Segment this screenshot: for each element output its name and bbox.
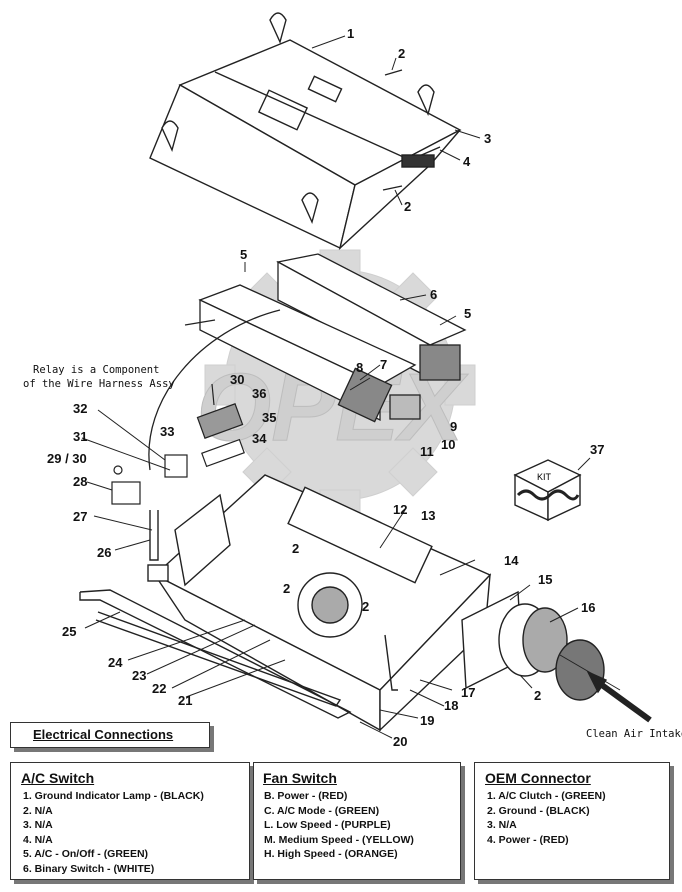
callout-16: 16 <box>581 600 595 615</box>
callout-6: 6 <box>430 287 437 302</box>
callout-24: 24 <box>108 655 123 670</box>
callout-1: 1 <box>347 26 354 41</box>
callout-36: 36 <box>252 386 266 401</box>
callout-25: 25 <box>62 624 76 639</box>
callout-37: 37 <box>590 442 604 457</box>
top-cover <box>149 12 462 251</box>
oem-connector-panel: OEM Connector 1. A/C Clutch - (GREEN) 2.… <box>474 762 670 880</box>
electrical-connections-header: Electrical Connections <box>10 722 210 748</box>
fan-switch-title: Fan Switch <box>263 770 337 786</box>
kit-label: KIT <box>537 472 552 482</box>
leader-lines <box>81 35 591 739</box>
list-item: M. Medium Speed - (YELLOW) <box>264 833 414 846</box>
ac-switch-panel: A/C Switch 1. Ground Indicator Lamp - (B… <box>10 762 250 880</box>
list-item: L. Low Speed - (PURPLE) <box>264 819 391 832</box>
list-item: 1. Ground Indicator Lamp - (BLACK) <box>23 790 204 802</box>
callout-2: 2 <box>292 541 299 556</box>
callout-31: 31 <box>73 429 87 444</box>
callout-2: 2 <box>362 599 369 614</box>
callout-35: 35 <box>262 410 276 425</box>
callout-13: 13 <box>421 508 435 523</box>
electrical-connections-title: Electrical Connections <box>33 727 174 742</box>
callout-18: 18 <box>444 698 458 713</box>
callout-26: 26 <box>97 545 111 560</box>
callout-8: 8 <box>356 360 363 375</box>
list-item: 4. N/A <box>23 833 53 846</box>
callout-15: 15 <box>538 572 552 587</box>
fan-switch-list: B. Power - (RED) C. A/C Mode - (GREEN) L… <box>264 789 414 862</box>
callout-34: 34 <box>252 431 267 446</box>
callout-labels: 1 2 3 4 2 5 6 5 7 8 30 36 35 34 33 32 31… <box>47 26 604 749</box>
callout-12: 12 <box>393 502 407 517</box>
callout-14: 14 <box>504 553 519 568</box>
list-item: H. High Speed - (ORANGE) <box>264 848 398 861</box>
intake-parts <box>461 590 652 723</box>
relay-note-line1: Relay is a Component <box>33 364 159 376</box>
blower-resistor-parts <box>111 383 245 505</box>
callout-4: 4 <box>463 154 471 169</box>
ac-switch-list: 1. Ground Indicator Lamp - (BLACK) 2. N/… <box>23 789 204 877</box>
list-item: 1. A/C Clutch - (GREEN) <box>487 790 606 802</box>
callout-3: 3 <box>484 131 491 146</box>
callout-20: 20 <box>393 734 407 749</box>
callout-5: 5 <box>240 247 247 262</box>
list-item: 5. A/C - On/Off - (GREEN) <box>23 848 149 861</box>
callout-2: 2 <box>404 199 411 214</box>
callout-2: 2 <box>398 46 405 61</box>
callout-11: 11 <box>420 444 434 459</box>
callout-5: 5 <box>464 306 471 321</box>
callout-27: 27 <box>73 509 87 524</box>
callout-19: 19 <box>420 713 434 728</box>
oem-connector-list: 1. A/C Clutch - (GREEN) 2. Ground - (BLA… <box>487 789 606 847</box>
list-item: 3. N/A <box>487 819 517 832</box>
bottom-plates <box>79 510 398 719</box>
callout-10: 10 <box>441 437 455 452</box>
list-item: 6. Binary Switch - (WHITE) <box>23 862 155 875</box>
coil-assembly <box>148 253 467 471</box>
list-item: B. Power - (RED) <box>264 790 348 802</box>
callout-2: 2 <box>534 688 541 703</box>
callout-17: 17 <box>461 685 475 700</box>
oem-connector-title: OEM Connector <box>485 770 591 786</box>
list-item: 2. Ground - (BLACK) <box>487 804 590 817</box>
callout-33: 33 <box>160 424 174 439</box>
callout-9: 9 <box>450 419 457 434</box>
callout-22: 22 <box>152 681 166 696</box>
kit-box <box>513 459 582 522</box>
callout-7: 7 <box>380 357 387 372</box>
list-item: 3. N/A <box>23 819 53 832</box>
callout-23: 23 <box>132 668 146 683</box>
clean-air-intake-label: Clean Air Intake <box>586 728 682 740</box>
callout-2: 2 <box>283 581 290 596</box>
callout-30: 30 <box>230 372 244 387</box>
list-item: C. A/C Mode - (GREEN) <box>264 804 380 817</box>
callout-32: 32 <box>73 401 87 416</box>
ac-switch-title: A/C Switch <box>21 770 95 786</box>
relay-note-line2: of the Wire Harness Assy <box>23 378 175 390</box>
callout-29-30: 29 / 30 <box>47 451 87 466</box>
list-item: 2. N/A <box>23 804 53 817</box>
callout-21: 21 <box>178 693 192 708</box>
housing <box>147 474 492 732</box>
list-item: 4. Power - (RED) <box>487 833 569 846</box>
fan-switch-panel: Fan Switch B. Power - (RED) C. A/C Mode … <box>253 762 461 880</box>
callout-28: 28 <box>73 474 87 489</box>
